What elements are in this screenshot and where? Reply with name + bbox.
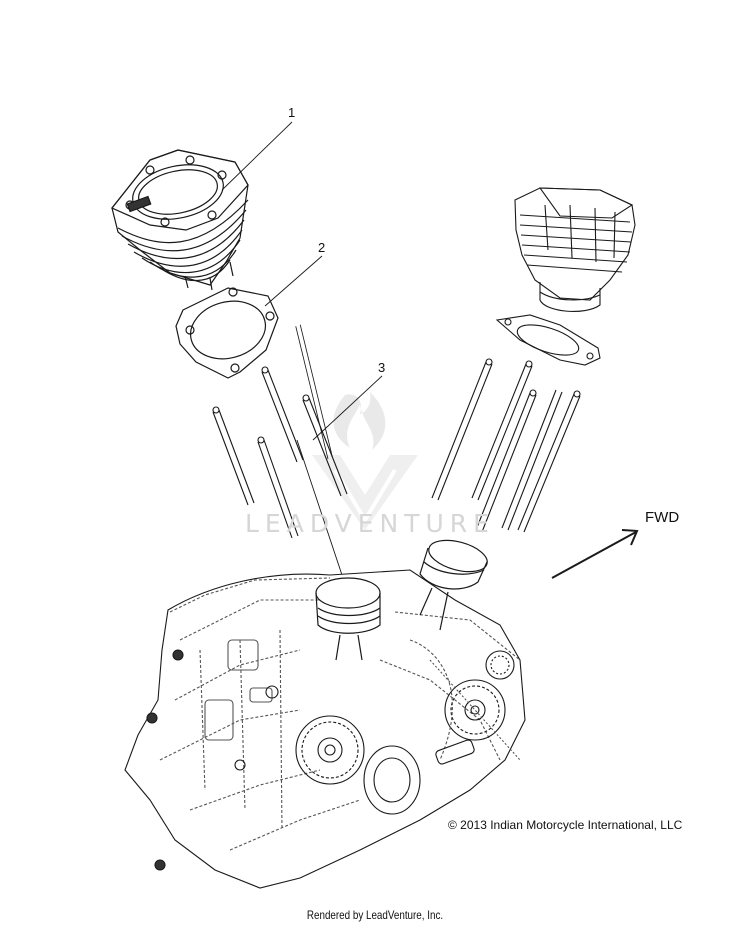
left-pushrods xyxy=(212,324,348,539)
callout-3: 3 xyxy=(378,360,386,375)
left-gasket xyxy=(175,287,279,379)
leader-lines xyxy=(221,121,383,591)
watermark-text: LEADVENTURE xyxy=(245,509,495,538)
forward-arrow xyxy=(551,529,639,579)
footer-credit: Rendered by LeadVenture, Inc. xyxy=(306,908,444,922)
callout-1: 1 xyxy=(288,105,296,120)
engine-crankcase xyxy=(124,569,526,889)
callout-2: 2 xyxy=(318,240,326,255)
right-gasket xyxy=(495,314,601,366)
piston-front xyxy=(315,577,381,661)
right-cylinder xyxy=(514,187,636,312)
direction-label: FWD xyxy=(645,509,680,526)
left-cylinder xyxy=(111,149,249,291)
piston-rear xyxy=(419,539,488,631)
copyright-notice: © 2013 Indian Motorcycle International, … xyxy=(448,818,683,832)
right-pushrods xyxy=(431,358,581,533)
